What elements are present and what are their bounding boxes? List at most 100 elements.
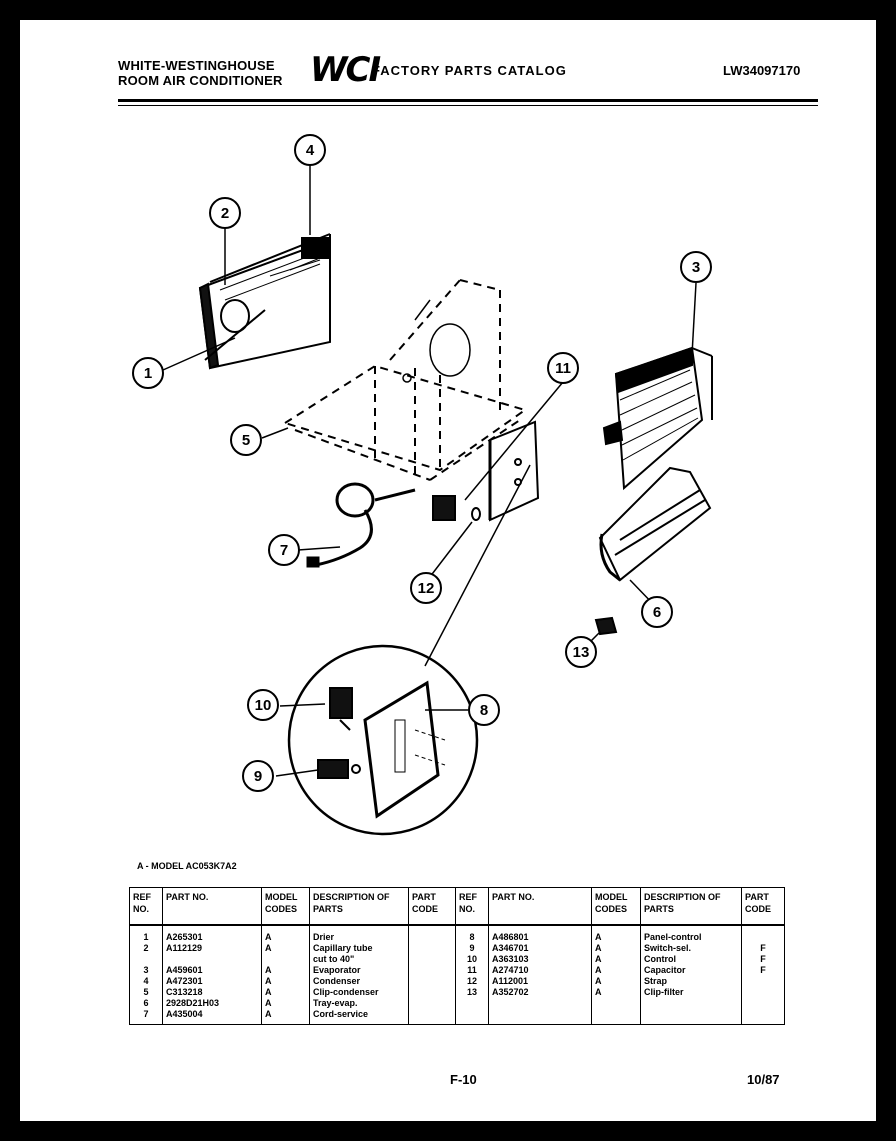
left-model-cell: A: [261, 998, 310, 1009]
model-note: A - MODEL AC053K7A2: [137, 861, 237, 871]
right-part-cell: A274710: [488, 965, 592, 976]
callout-4: 4: [294, 134, 326, 166]
detail-panel-drawing: [363, 680, 446, 819]
right-code-cell: [741, 925, 785, 943]
callout-8: 8: [468, 694, 500, 726]
right-ref-cell: [455, 998, 489, 1009]
right-ref-cell: 8: [455, 925, 489, 943]
svg-text:10: 10: [255, 697, 272, 714]
exploded-parts-diagram: 1 2 3 4 5 6 7 8 9 10 11 12 13: [132, 134, 713, 836]
svg-text:9: 9: [254, 768, 262, 785]
left-model-cell: A: [261, 987, 310, 998]
evaporator-drawing: [602, 346, 713, 491]
right-model-cell: [591, 998, 641, 1009]
catalog-date: 10/87: [747, 1072, 780, 1087]
callout-12: 12: [410, 572, 442, 604]
left-desc-cell: cut to 40": [309, 954, 409, 965]
left-code-cell: [408, 954, 456, 965]
right-desc-cell: Capacitor: [640, 965, 742, 976]
right-model-cell: A: [591, 987, 641, 998]
left-code-cell: [408, 943, 456, 954]
callout-1: 1: [132, 357, 164, 389]
callout-7: 7: [268, 534, 300, 566]
left-code-cell: [408, 976, 456, 987]
right-code-cell: [741, 976, 785, 987]
left-ref-cell: 5: [129, 987, 163, 998]
wci-logo: WCI: [310, 50, 381, 90]
right-code-cell: [741, 998, 785, 1009]
right-desc-cell: Strap: [640, 976, 742, 987]
svg-text:1: 1: [144, 365, 152, 382]
right-ref-cell: 12: [455, 976, 489, 987]
right-model-cell: A: [591, 976, 641, 987]
right-code-cell: F: [741, 965, 785, 976]
svg-text:3: 3: [692, 259, 700, 276]
right-ref-cell: 11: [455, 965, 489, 976]
right-part-cell: [488, 1009, 592, 1025]
left-code-cell: [408, 987, 456, 998]
callout-13: 13: [565, 636, 597, 668]
callout-6: 6: [641, 596, 673, 628]
callout-3: 3: [680, 251, 712, 283]
left-ref-cell: 6: [129, 998, 163, 1009]
base-pan-drawing: [282, 279, 528, 481]
left-model-cell: A: [261, 965, 310, 976]
header-part: PART NO.: [162, 887, 262, 926]
left-desc-cell: Evaporator: [309, 965, 409, 976]
header-code: PART CODE: [408, 887, 456, 926]
svg-text:13: 13: [573, 644, 590, 661]
left-part-cell: C313218: [162, 987, 262, 998]
brand-line-1: WHITE-WESTINGHOUSE: [118, 58, 275, 73]
left-ref-cell: [129, 954, 163, 965]
left-part-cell: [162, 954, 262, 965]
header-desc-2: DESCRIPTION OF PARTS: [640, 887, 742, 926]
condenser-drawing: [198, 233, 331, 370]
svg-text:12: 12: [418, 580, 435, 597]
svg-text:8: 8: [480, 702, 488, 719]
catalog-code: LW34097170: [723, 63, 801, 78]
right-part-cell: A486801: [488, 925, 592, 943]
header-ref: REF NO.: [129, 887, 163, 926]
left-part-cell: A112129: [162, 943, 262, 954]
catalog-page: WHITE-WESTINGHOUSE ROOM AIR CONDITIONER …: [20, 20, 876, 1121]
detail-control-drawing: [329, 687, 353, 731]
left-part-cell: A472301: [162, 976, 262, 987]
right-desc-cell: Panel-control: [640, 925, 742, 943]
left-ref-cell: 1: [129, 925, 163, 943]
right-desc-cell: Clip-filter: [640, 987, 742, 998]
callout-2: 2: [209, 197, 241, 229]
right-part-cell: [488, 998, 592, 1009]
evaporator-tray-drawing: [598, 466, 712, 582]
callout-9: 9: [242, 760, 274, 792]
left-code-cell: [408, 965, 456, 976]
right-model-cell: [591, 1009, 641, 1025]
header-rule-thin: [118, 105, 818, 106]
header-model: MODEL CODES: [261, 887, 310, 926]
right-model-cell: A: [591, 925, 641, 943]
header-model-2: MODEL CODES: [591, 887, 641, 926]
left-code-cell: [408, 998, 456, 1009]
detail-circle: [287, 644, 479, 836]
clip-filter-drawing: [594, 616, 618, 636]
right-ref-cell: 9: [455, 943, 489, 954]
left-desc-cell: Condenser: [309, 976, 409, 987]
left-desc-cell: Tray-evap.: [309, 998, 409, 1009]
control-panel-small-drawing: [488, 420, 540, 522]
left-model-cell: A: [261, 943, 310, 954]
svg-text:7: 7: [280, 542, 288, 559]
left-model-cell: A: [261, 976, 310, 987]
svg-text:5: 5: [242, 432, 250, 449]
right-ref-cell: [455, 1009, 489, 1025]
right-desc-cell: [640, 998, 742, 1009]
right-code-cell: [741, 987, 785, 998]
right-desc-cell: [640, 1009, 742, 1025]
left-desc-cell: Drier: [309, 925, 409, 943]
compressor-drawing: [402, 299, 471, 383]
left-ref-cell: 7: [129, 1009, 163, 1025]
right-part-cell: A346701: [488, 943, 592, 954]
